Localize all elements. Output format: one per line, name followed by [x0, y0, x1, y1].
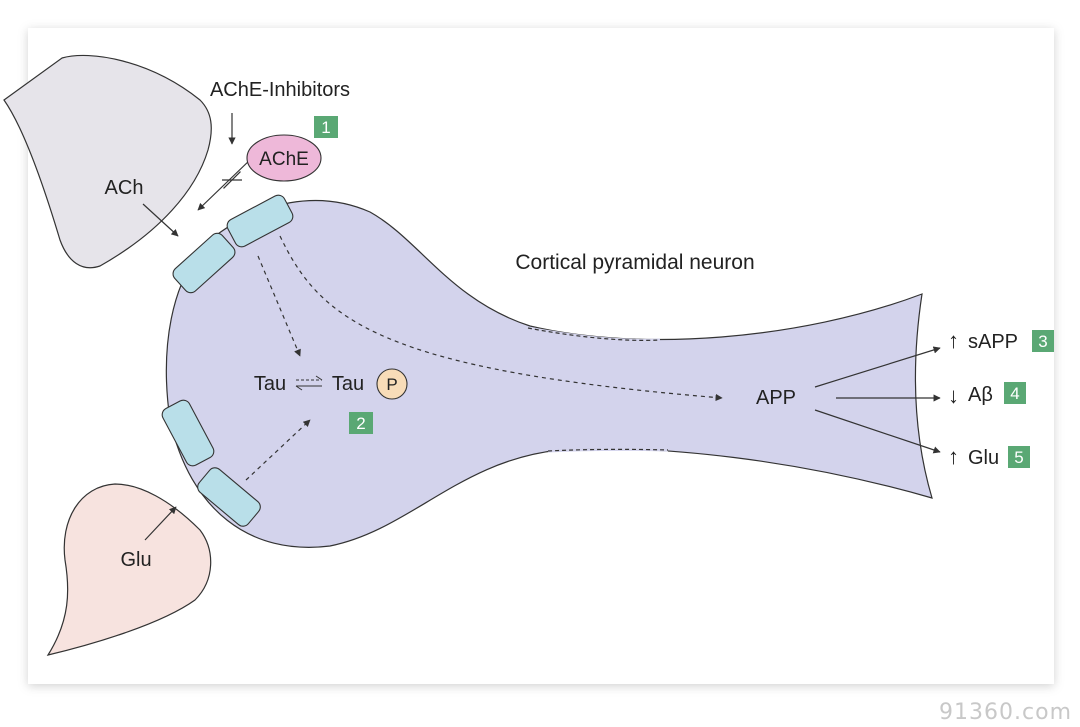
ache-hydrolysis-arrow [197, 157, 253, 211]
axon-dashed-top-line [527, 327, 661, 341]
app-to-sapp-arrow [814, 346, 941, 388]
glu-label: Glu [120, 549, 151, 571]
badge-1-label: 1 [321, 118, 330, 137]
badge-5 [1008, 446, 1030, 468]
output-glu-arrow: ↑ [948, 444, 959, 469]
watermark: 91360.com [939, 700, 1072, 725]
tau-left-label: Tau [254, 373, 286, 395]
receptor-to-tau-dashed-arrow [257, 255, 301, 357]
receptor [226, 194, 294, 248]
neuron-label: Cortical pyramidal neuron [515, 251, 754, 274]
receptor [161, 399, 215, 467]
receptor [197, 467, 261, 527]
tau-equilibrium-reverse-head [295, 385, 303, 391]
app-to-glu-arrow [814, 409, 941, 454]
phosphate-circle [376, 368, 408, 400]
glu-presynaptic-terminal [46, 483, 212, 656]
glu-receptor-to-tau-dashed-arrow [245, 419, 311, 481]
receptor-to-app-dashed-arrow [279, 235, 723, 402]
badge-3-label: 3 [1038, 332, 1047, 351]
output-abeta-arrow: ↓ [948, 383, 959, 408]
neuron-body [165, 199, 933, 548]
tau-equilibrium-forward-head [315, 375, 323, 381]
badge-4-label: 4 [1010, 384, 1019, 403]
axon-dashed-bottom-line [547, 448, 669, 452]
inhibitor-label: AChE-Inhibitors [210, 79, 350, 101]
app-label: APP [756, 387, 796, 409]
ache-label: AChE [259, 149, 309, 170]
inhibition-cross-b [223, 171, 241, 189]
badge-2 [349, 412, 373, 434]
phosphate-label: P [386, 375, 397, 394]
output-sapp: ↑ sAPP 3 [948, 328, 1054, 353]
ach-label: ACh [105, 177, 144, 199]
output-sapp-arrow: ↑ [948, 328, 959, 353]
receptor [172, 232, 236, 294]
output-sapp-label: sAPP [968, 331, 1018, 353]
badge-4 [1004, 382, 1026, 404]
glu-to-receptor-arrow [144, 506, 177, 541]
badge-5-label: 5 [1014, 448, 1023, 467]
ach-to-receptor-arrow [142, 203, 179, 237]
badge-3 [1032, 330, 1054, 352]
output-glu-label: Glu [968, 447, 999, 469]
badge-2-label: 2 [356, 414, 365, 433]
output-abeta: ↓ Aβ 4 [948, 382, 1026, 408]
tau-right-label: Tau [332, 373, 364, 395]
badge-1 [314, 116, 338, 138]
output-glu: ↑ Glu 5 [948, 444, 1030, 469]
ache-enzyme [246, 134, 322, 182]
output-abeta-label: Aβ [968, 384, 993, 406]
ach-presynaptic-terminal [3, 54, 212, 269]
